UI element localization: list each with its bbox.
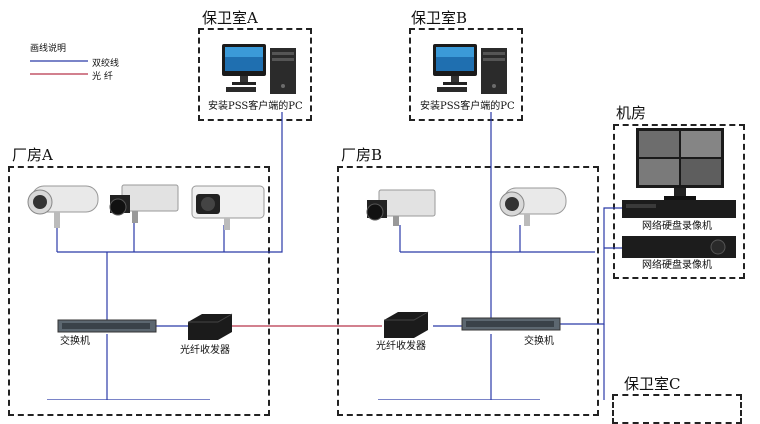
legend-twisted-pair-label: 双绞线	[92, 59, 120, 69]
converter-label-a: 光纤收发器	[180, 345, 230, 356]
converter-label-b: 光纤收发器	[376, 341, 426, 352]
zone-title-guard-b: 保卫室B	[411, 9, 468, 27]
zone-machine-room	[613, 124, 745, 279]
network-switch-icon	[57, 319, 157, 333]
network-switch-icon	[461, 317, 561, 331]
nvr-label-1: 网络硬盘录像机	[642, 221, 712, 232]
diagram-graphics	[27, 44, 736, 400]
bullet-camera-icon	[27, 185, 99, 228]
nvr-device-icon	[622, 236, 736, 258]
bullet-camera-icon	[499, 187, 567, 226]
switch-label-b: 交换机	[524, 336, 554, 347]
zone-title-factory-a: 厂房A	[12, 146, 53, 164]
zone-guard-room-a	[198, 28, 312, 121]
pc-monitor-icon	[222, 44, 296, 94]
pc-label-guard-b: 安装PSS客户端的PC	[420, 101, 515, 112]
zone-title-guard-c: 保卫室C	[624, 375, 681, 393]
nvr-label-2: 网络硬盘录像机	[642, 260, 712, 271]
bullet-camera-icon	[191, 185, 265, 230]
legend-fiber-label: 光 纤	[92, 72, 113, 82]
box-camera-icon	[109, 184, 179, 223]
fiber-converter-icon	[188, 313, 233, 340]
pc-monitor-icon	[433, 44, 507, 94]
twisted-pair-links	[47, 112, 622, 400]
switch-label-a: 交换机	[60, 336, 90, 347]
network-diagram: 保卫室A 保卫室B 厂房A 厂房B 机房 保卫室C 画线说明 双绞线 光 纤	[8, 9, 745, 424]
pc-label-guard-a: 安装PSS客户端的PC	[208, 101, 303, 112]
zone-title-machine-room: 机房	[616, 104, 647, 122]
fiber-converter-icon	[384, 311, 429, 338]
zone-guard-room-b	[409, 28, 523, 121]
legend-title: 画线说明	[30, 44, 67, 54]
zone-title-factory-b: 厂房B	[341, 146, 383, 164]
box-camera-icon	[366, 189, 436, 226]
nvr-device-icon	[622, 200, 736, 218]
surveillance-monitor-icon	[636, 128, 724, 200]
zone-title-guard-a: 保卫室A	[202, 9, 258, 27]
